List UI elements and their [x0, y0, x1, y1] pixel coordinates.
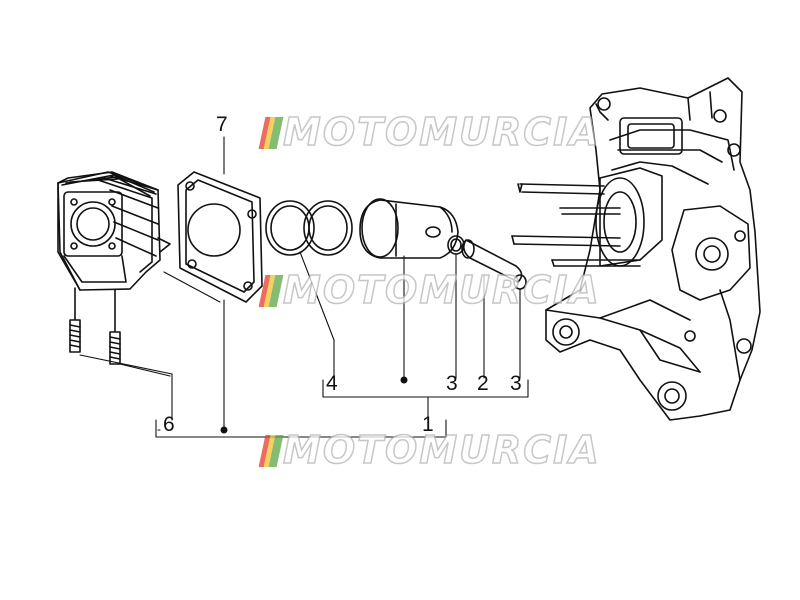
- crankcase-part: [511, 77, 761, 421]
- stud-bolts-part: [69, 287, 121, 365]
- callout-3-circlip-right: 3: [510, 372, 522, 395]
- watermark-top: MOTOMURCIA: [258, 109, 601, 155]
- piston-part: [359, 198, 459, 259]
- watermark-middle: MOTOMURCIA: [258, 267, 601, 313]
- callout-4: 4: [326, 372, 338, 395]
- watermark-bottom: MOTOMURCIA: [258, 427, 601, 473]
- gasket-part: [177, 171, 263, 303]
- callout-2: 2: [477, 372, 489, 395]
- leader-dot-piston: [400, 376, 408, 384]
- callout-1: 1: [422, 413, 434, 436]
- watermark-text: MOTOMURCIA: [282, 109, 601, 155]
- piston-rings-part: [265, 200, 353, 256]
- piston-pin-part: [461, 239, 523, 283]
- callout-3-circlip: 3: [446, 372, 458, 395]
- callout-7: 7: [216, 113, 228, 136]
- cylinder-part: [57, 171, 171, 291]
- callout-6: 6: [163, 413, 175, 436]
- watermark-text-3: MOTOMURCIA: [282, 427, 601, 473]
- watermark-text-2: MOTOMURCIA: [282, 267, 601, 313]
- leader-lines: [79, 136, 529, 438]
- leader-dot-6: [220, 426, 228, 434]
